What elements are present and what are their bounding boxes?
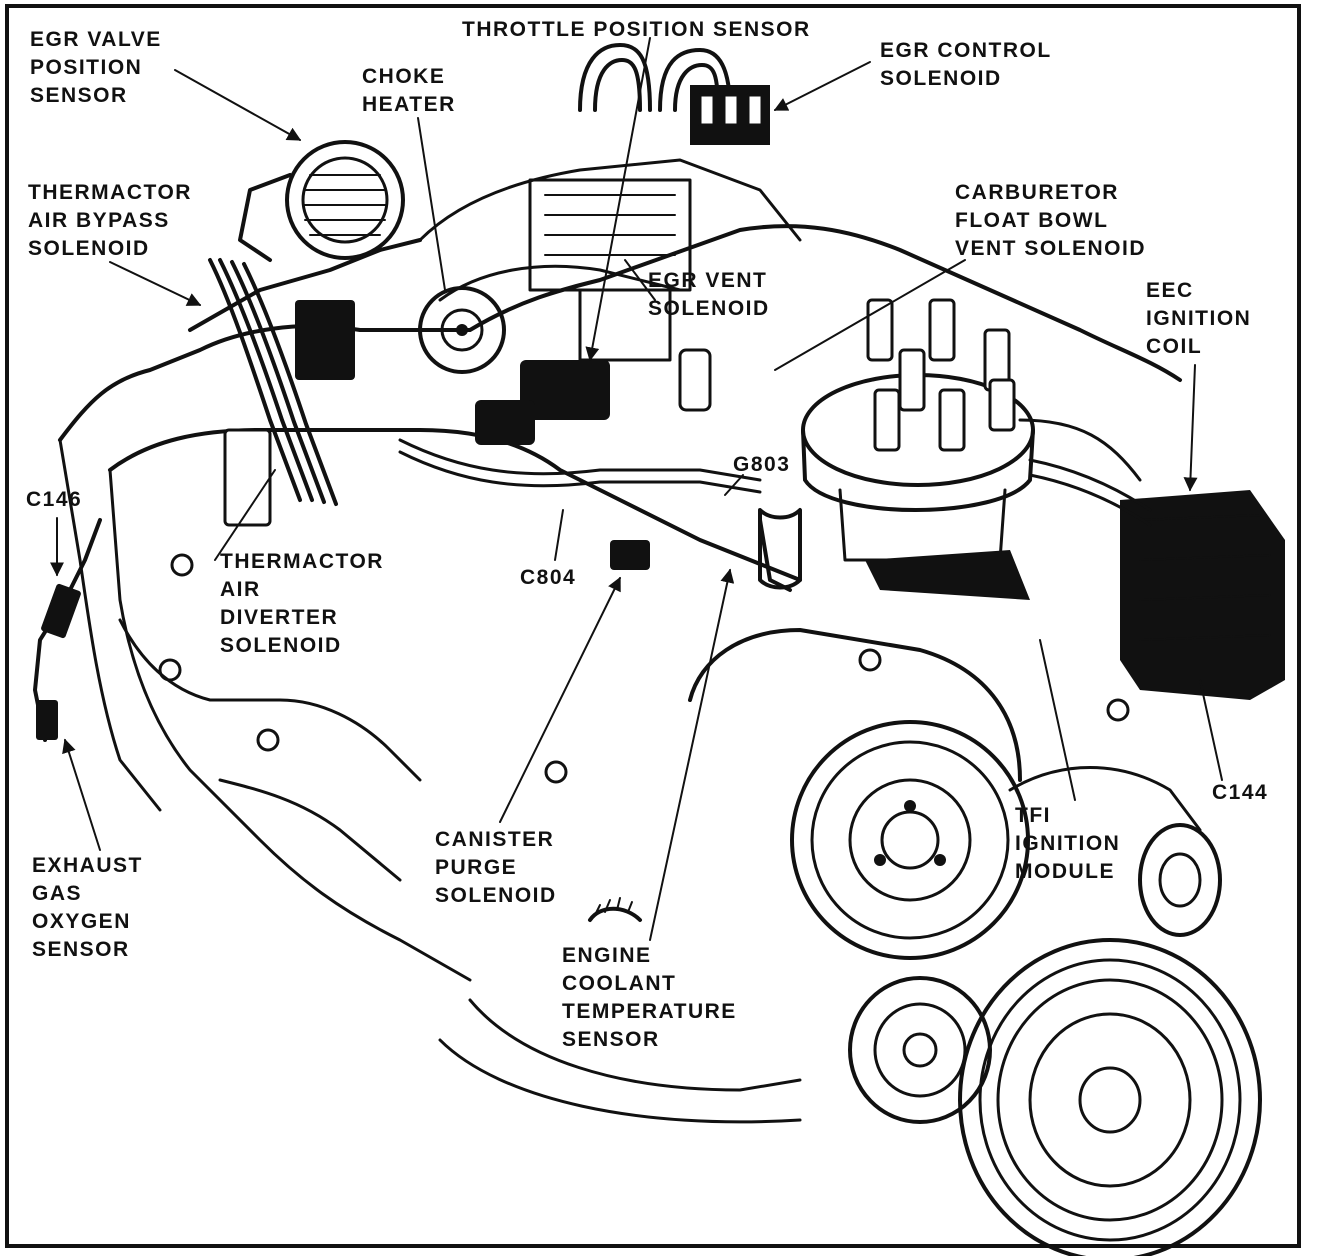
leader-tfi-module: [1039, 639, 1076, 801]
leader-c144: [1199, 679, 1223, 781]
leader-egr-vent: [624, 259, 656, 301]
label-exhaust-gas-oxygen-line1: EXHAUST: [32, 854, 143, 877]
label-thermactor-air-bypass-line3: SOLENOID: [28, 237, 150, 260]
leader-g803: [724, 474, 744, 496]
label-engine-coolant-line1: ENGINE: [562, 944, 652, 967]
label-exhaust-gas-oxygen-line2: GAS: [32, 882, 82, 905]
label-thermactor-air-bypass-line1: THERMACTOR: [28, 181, 192, 204]
label-exhaust-gas-oxygen-line3: OXYGEN: [32, 910, 131, 933]
label-egr-vent-solenoid-line1: EGR VENT: [648, 269, 767, 292]
arrow-throttle-position-sensor: [585, 37, 651, 362]
arrow-engine-coolant-temp: [649, 568, 735, 941]
label-carburetor-vent-line1: CARBURETOR: [955, 181, 1119, 204]
label-thermactor-diverter-line2: AIR: [220, 578, 261, 601]
label-carburetor-vent-line2: FLOAT BOWL: [955, 209, 1108, 232]
label-carburetor-vent-line3: VENT SOLENOID: [955, 237, 1146, 260]
arrow-eec-ignition-coil: [1183, 364, 1198, 492]
label-c144: C144: [1212, 781, 1268, 804]
label-choke-heater-line1: CHOKE: [362, 65, 445, 88]
label-thermactor-diverter-line4: SOLENOID: [220, 634, 342, 657]
label-g803: G803: [733, 453, 790, 476]
arrow-thermactor-air-bypass: [109, 261, 202, 306]
label-tfi-module-line3: MODULE: [1015, 860, 1115, 883]
label-eec-ignition-coil-line2: IGNITION: [1146, 307, 1251, 330]
label-thermactor-air-bypass-line2: AIR BYPASS: [28, 209, 170, 232]
label-egr-valve-position-sensor-line3: SENSOR: [30, 84, 128, 107]
label-canister-purge-line2: PURGE: [435, 856, 517, 879]
label-egr-control-solenoid-line2: SOLENOID: [880, 67, 1002, 90]
leader-choke-heater: [417, 117, 446, 291]
label-c146: C146: [26, 488, 82, 511]
label-eec-ignition-coil-line3: COIL: [1146, 335, 1202, 358]
label-c804: C804: [520, 566, 576, 589]
label-engine-coolant-line3: TEMPERATURE: [562, 1000, 737, 1023]
diagram-border: [5, 4, 1301, 1248]
label-egr-valve-position-sensor-line1: EGR VALVE: [30, 28, 162, 51]
arrow-canister-purge: [499, 576, 621, 823]
leader-lines: [50, 37, 1223, 941]
label-tfi-module-line2: IGNITION: [1015, 832, 1120, 855]
label-egr-valve-position-sensor-line2: POSITION: [30, 56, 142, 79]
leader-carburetor-vent: [774, 259, 966, 371]
label-thermactor-diverter-line1: THERMACTOR: [220, 550, 384, 573]
arrow-egr-control-solenoid: [773, 61, 871, 111]
label-engine-coolant-line4: SENSOR: [562, 1028, 660, 1051]
label-engine-coolant-line2: COOLANT: [562, 972, 676, 995]
label-eec-ignition-coil-line1: EEC: [1146, 279, 1194, 302]
leader-c804: [554, 509, 564, 561]
label-egr-vent-solenoid-line2: SOLENOID: [648, 297, 770, 320]
label-canister-purge-line1: CANISTER: [435, 828, 554, 851]
label-choke-heater-line2: HEATER: [362, 93, 456, 116]
leader-thermactor-diverter: [214, 469, 276, 561]
label-exhaust-gas-oxygen-line4: SENSOR: [32, 938, 130, 961]
arrow-exhaust-gas-oxygen-sensor: [62, 738, 101, 851]
label-egr-control-solenoid-line1: EGR CONTROL: [880, 39, 1052, 62]
label-throttle-position-sensor: THROTTLE POSITION SENSOR: [462, 18, 811, 41]
label-canister-purge-line3: SOLENOID: [435, 884, 557, 907]
label-tfi-module-line1: TFI: [1015, 804, 1051, 827]
arrow-egr-valve-position-sensor: [174, 69, 302, 141]
component-labels: THROTTLE POSITION SENSOR EGR VALVE POSIT…: [26, 18, 1268, 1051]
label-thermactor-diverter-line3: DIVERTER: [220, 606, 338, 629]
